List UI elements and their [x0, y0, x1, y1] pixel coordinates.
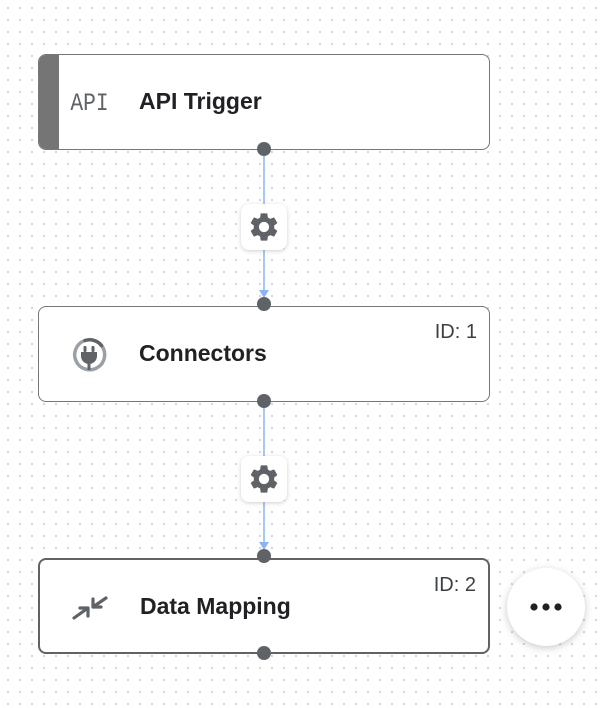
input-port[interactable] [257, 549, 271, 563]
edge-arrowhead-1 [259, 290, 269, 298]
task-node-data-mapping[interactable]: Data Mapping ID: 2 [38, 558, 490, 654]
trigger-accent-bar [39, 55, 59, 149]
edge-condition-button-2[interactable] [241, 456, 287, 502]
data-mapping-arrows-icon [68, 586, 112, 630]
edge-arrowhead-2 [259, 542, 269, 550]
more-horiz-icon [530, 603, 562, 611]
input-port[interactable] [257, 297, 271, 311]
output-port[interactable] [257, 394, 271, 408]
task-node-connectors[interactable]: Connectors ID: 1 [38, 306, 490, 402]
node-label: API Trigger [139, 88, 262, 114]
edge-condition-button-1[interactable] [241, 204, 287, 250]
gear-icon [250, 465, 278, 493]
node-label: Connectors [139, 340, 267, 366]
node-id-label: ID: 1 [434, 321, 477, 343]
output-port[interactable] [257, 646, 271, 660]
gear-icon [250, 213, 278, 241]
output-port[interactable] [257, 142, 271, 156]
task-node-api-trigger[interactable]: API API Trigger [38, 54, 490, 150]
api-icon: API [69, 88, 109, 118]
node-label: Data Mapping [140, 593, 291, 619]
node-id-label: ID: 2 [433, 574, 476, 596]
node-more-options-button[interactable] [507, 568, 585, 646]
connector-plug-icon [67, 333, 111, 377]
